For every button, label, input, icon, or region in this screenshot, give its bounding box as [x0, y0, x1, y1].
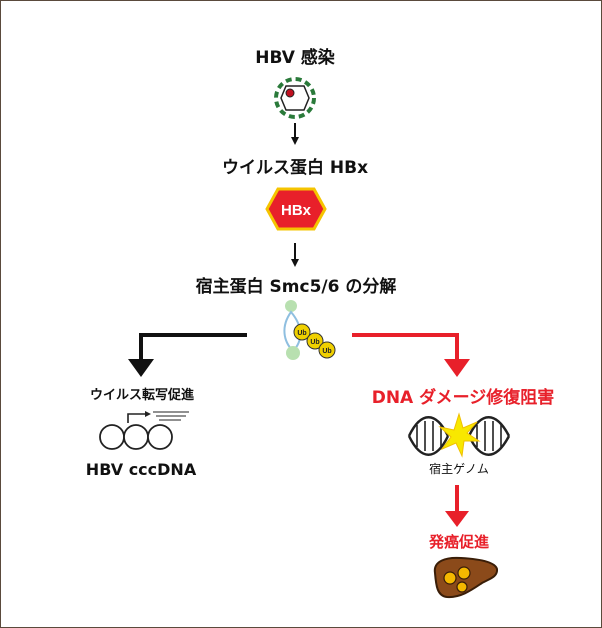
ub-tag-3: Ub	[318, 341, 336, 359]
step-infection-label: HBV 感染	[255, 48, 335, 68]
right-branch-title: DNA ダメージ修復阻害	[371, 388, 555, 408]
virus-icon	[274, 77, 316, 119]
left-branch-title: ウイルス転写促進	[89, 388, 195, 403]
smc56-complex-icon: Ub Ub Ub	[283, 300, 336, 360]
step-protein-label: ウイルス蛋白 HBx	[221, 158, 369, 178]
ub-tag-2: Ub	[306, 332, 324, 350]
black-branch-arrow	[128, 333, 247, 377]
cccdna-icon	[99, 411, 189, 450]
host-genome-label: 宿主ゲノム	[429, 462, 489, 476]
left-branch-caption: HBV cccDNA	[85, 460, 197, 479]
dna-damage-icon	[407, 412, 511, 458]
svg-text:Ub: Ub	[310, 339, 319, 346]
red-branch-arrow	[352, 333, 470, 377]
svg-text:Ub: Ub	[297, 330, 306, 337]
ub-tag-1: Ub	[293, 323, 311, 341]
damage-spark	[438, 412, 481, 458]
hbx-hexagon-icon: HBx	[265, 187, 327, 231]
liver-tumor-icon	[433, 556, 499, 599]
red-down-arrow	[445, 485, 469, 527]
svg-text:Ub: Ub	[322, 348, 331, 355]
step-degradation-label: 宿主蛋白 Smc5/6 の分解	[195, 277, 397, 297]
hbx-badge-text: HBx	[281, 202, 312, 219]
carcinogenesis-label: 発癌促進	[428, 533, 490, 551]
